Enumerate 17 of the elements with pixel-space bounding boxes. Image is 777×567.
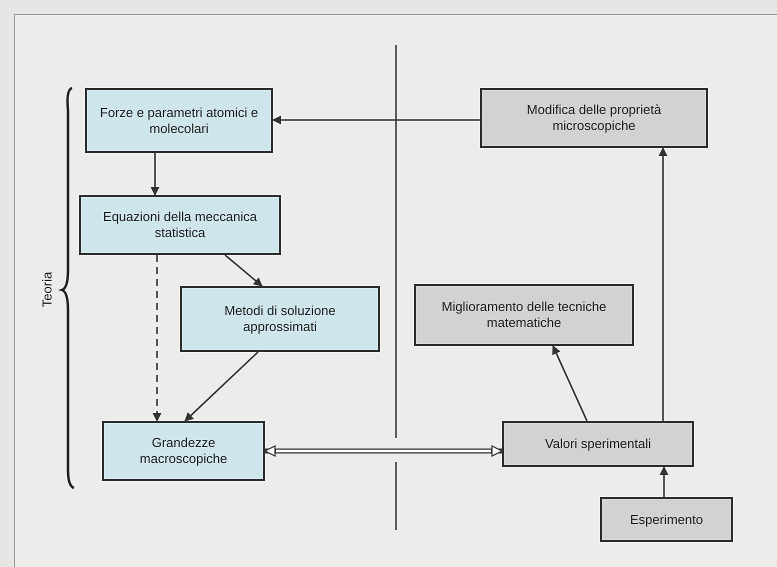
arrow: [660, 466, 668, 497]
arrow: [658, 147, 668, 421]
process-box: Miglioramento delle tecniche matematiche: [414, 284, 634, 346]
process-box: Grandezze macroscopiche: [102, 421, 265, 481]
arrow: [150, 153, 160, 196]
arrow: [272, 116, 480, 124]
arrow: [184, 351, 259, 422]
vertical-label: Teoria: [40, 270, 54, 310]
process-box: Esperimento: [600, 497, 733, 542]
arrow: [152, 255, 162, 422]
process-box: Modifica delle proprietà microscopiche: [480, 88, 708, 148]
process-box: Metodi di soluzione approssimati: [180, 286, 380, 352]
arrow: [552, 345, 588, 422]
process-box: Valori sperimentali: [502, 421, 694, 467]
process-box: Equazioni della meccanica statistica: [79, 195, 281, 255]
arrow: [224, 254, 263, 287]
process-box: Forze e parametri atomici e molecolari: [85, 88, 273, 153]
